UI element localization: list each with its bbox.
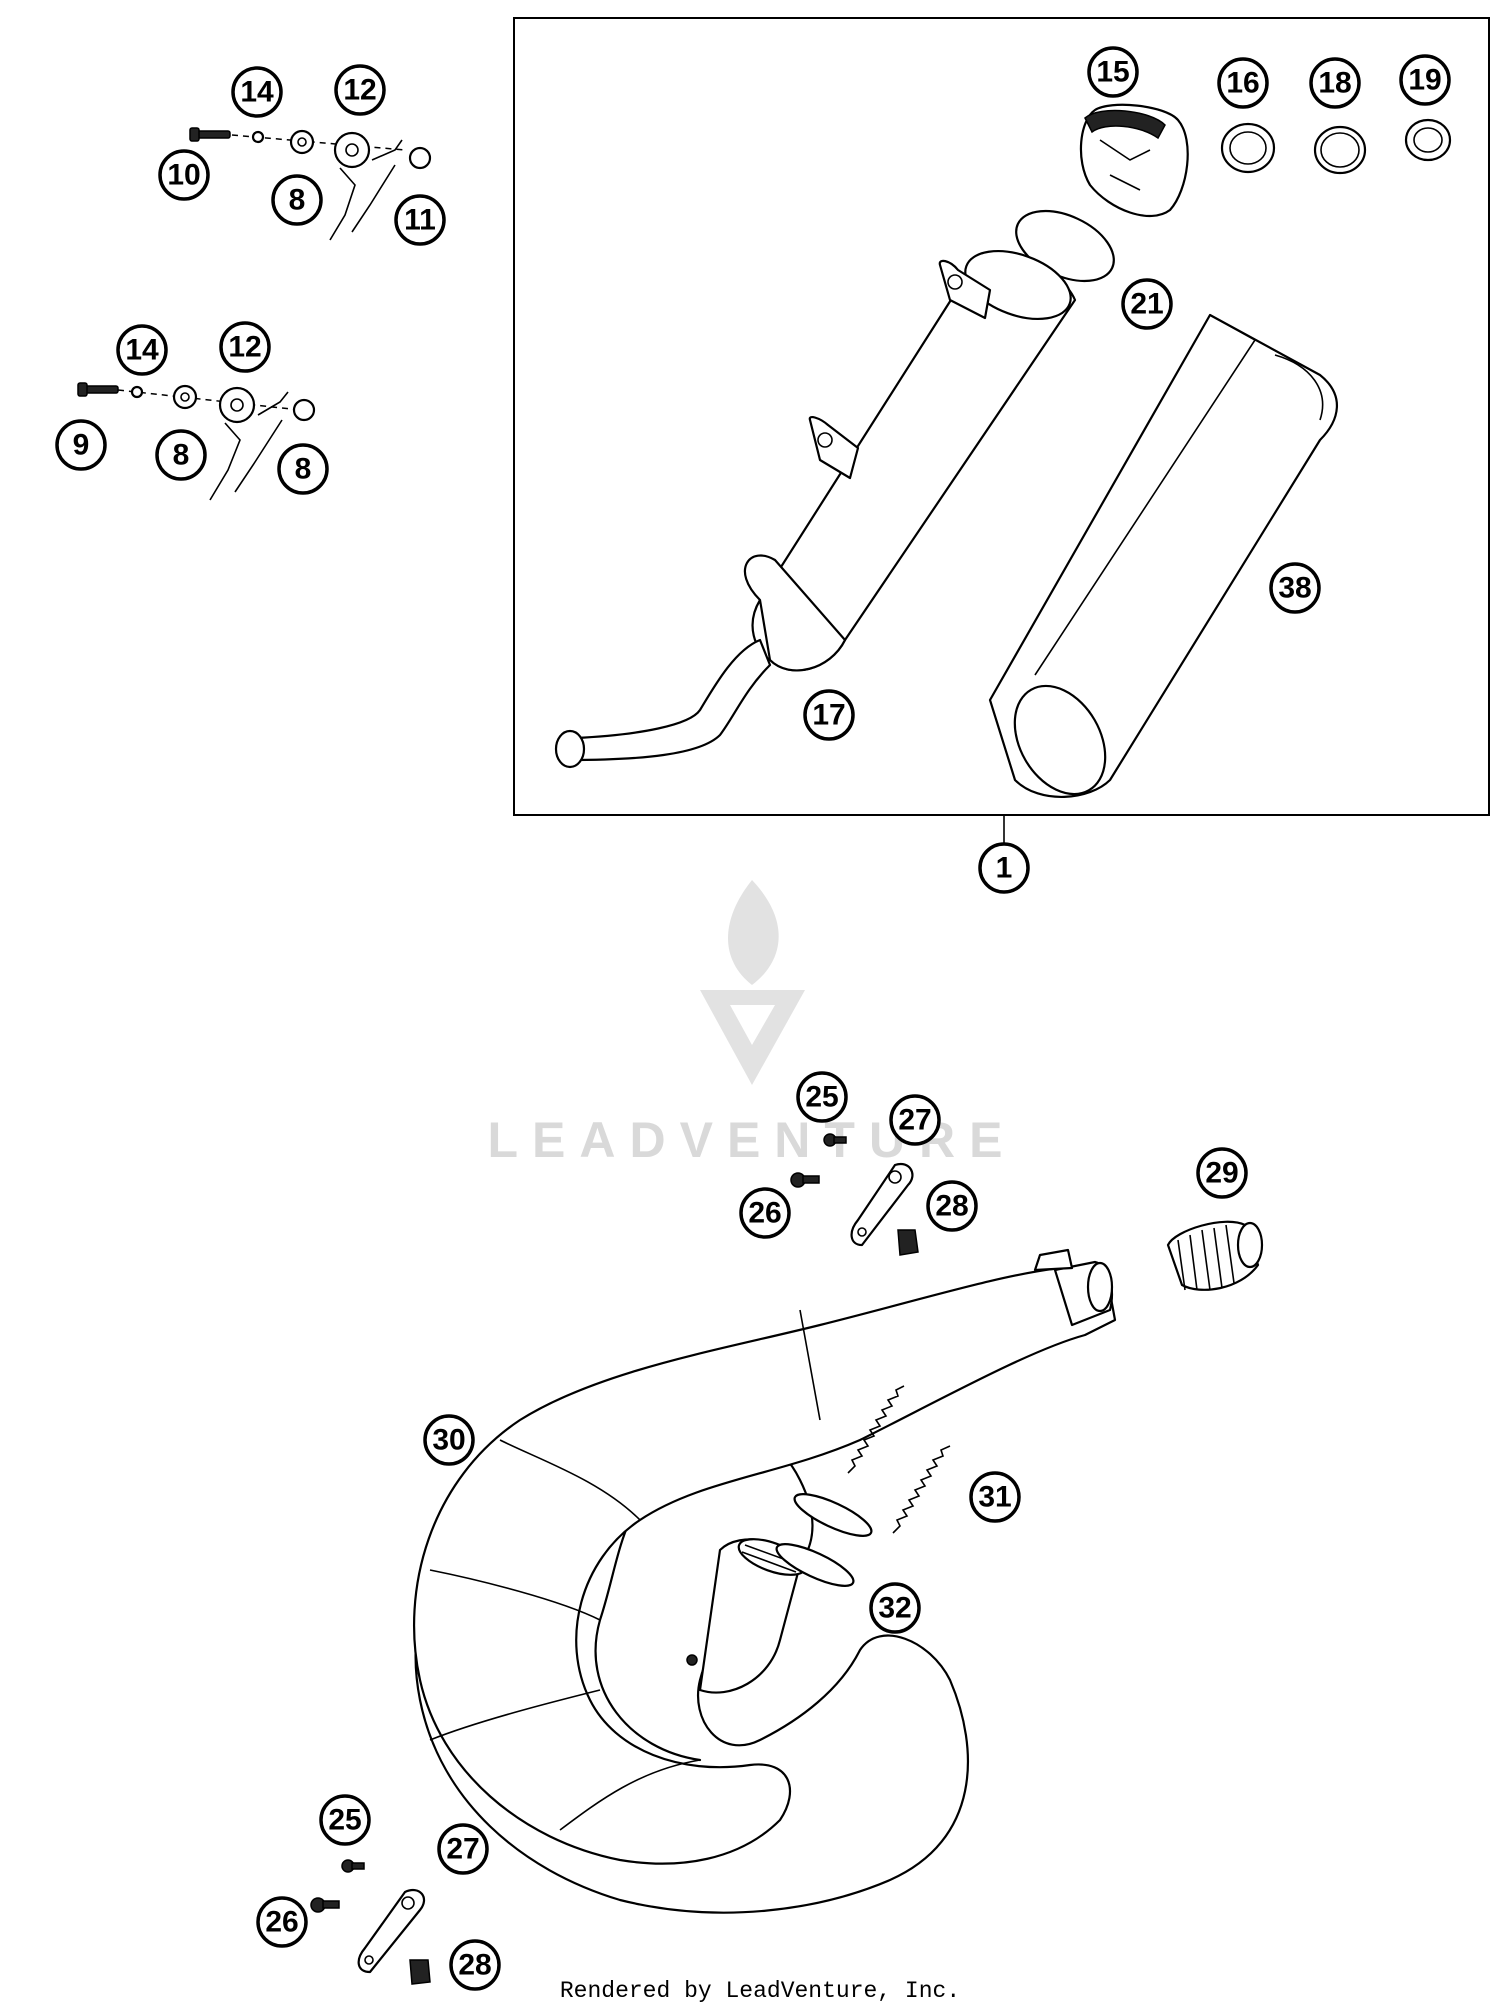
callout-14-b: 14 (116, 324, 168, 376)
callout-15: 15 (1087, 46, 1139, 98)
callout-28-a: 28 (926, 1180, 978, 1232)
svg-text:16: 16 (1226, 67, 1259, 100)
nut-28-a (897, 1229, 919, 1256)
svg-text:29: 29 (1205, 1157, 1238, 1190)
ring-16 (1220, 122, 1276, 174)
o-ring-32 (775, 1493, 873, 1587)
footer-credit: Rendered by LeadVenture, Inc. (560, 1978, 960, 2004)
callout-26-b: 26 (256, 1896, 308, 1948)
svg-text:38: 38 (1278, 572, 1311, 605)
bracket-a (329, 139, 403, 241)
callout-1: 1 (978, 842, 1030, 894)
silencer-assembly-box (513, 17, 1490, 816)
svg-text:1: 1 (996, 852, 1013, 885)
callout-27-b: 27 (437, 1823, 489, 1875)
callout-31: 31 (969, 1471, 1021, 1523)
grommet-12-a (333, 131, 371, 169)
svg-text:15: 15 (1096, 56, 1129, 89)
svg-text:14: 14 (125, 334, 159, 367)
svg-text:17: 17 (812, 699, 845, 732)
spring-31 (847, 1385, 951, 1534)
callout-25-a: 25 (796, 1071, 848, 1123)
callout-27-a: 27 (889, 1094, 941, 1146)
ring-18 (1313, 125, 1367, 175)
callout-32: 32 (869, 1582, 921, 1634)
svg-text:30: 30 (432, 1424, 465, 1457)
insert-19 (1404, 118, 1452, 162)
callout-10: 10 (158, 149, 210, 201)
svg-text:32: 32 (878, 1592, 911, 1625)
callout-25-b: 25 (319, 1794, 371, 1846)
washer-14-b (130, 385, 144, 399)
callout-38: 38 (1269, 562, 1321, 614)
svg-text:8: 8 (289, 184, 306, 217)
svg-text:12: 12 (228, 331, 261, 364)
svg-text:18: 18 (1318, 67, 1351, 100)
svg-text:19: 19 (1408, 64, 1441, 97)
svg-text:8: 8 (173, 439, 190, 472)
svg-text:26: 26 (265, 1906, 298, 1939)
bushing-8-a (289, 129, 315, 155)
callout-17: 17 (803, 689, 855, 741)
svg-text:25: 25 (805, 1081, 838, 1114)
callout-12-a: 12 (334, 64, 386, 116)
svg-text:27: 27 (446, 1833, 479, 1866)
svg-text:28: 28 (935, 1190, 968, 1223)
bolt-9 (83, 385, 119, 394)
callout-28-b: 28 (449, 1939, 501, 1991)
svg-text:28: 28 (458, 1949, 491, 1982)
callout-14-a: 14 (231, 66, 283, 118)
callout-9: 9 (55, 419, 107, 471)
mount-group-a (189, 127, 432, 241)
bracket-27-a (850, 1162, 914, 1247)
svg-text:25: 25 (328, 1804, 361, 1837)
svg-text:11: 11 (404, 204, 436, 237)
bushing-8-c (292, 398, 316, 422)
watermark-v-logo (700, 990, 805, 1085)
exhaust-pipe-30 (413, 1248, 1117, 1914)
rubber-sleeve-29 (1166, 1220, 1264, 1291)
callout-8-a: 8 (271, 174, 323, 226)
bolt-10 (195, 130, 231, 139)
bushing-8-b (172, 384, 198, 410)
callout-18: 18 (1309, 57, 1361, 109)
silencer-body-17 (554, 250, 1077, 769)
callout-16: 16 (1217, 57, 1269, 109)
packing-38 (988, 313, 1338, 799)
svg-text:9: 9 (73, 429, 90, 462)
watermark-flame-icon (728, 880, 779, 985)
washer-14-a (251, 130, 265, 144)
svg-text:12: 12 (343, 74, 376, 107)
svg-text:14: 14 (240, 76, 274, 109)
callout-19: 19 (1399, 54, 1451, 106)
bracket-b (209, 391, 289, 501)
svg-text:31: 31 (978, 1481, 1011, 1514)
svg-text:21: 21 (1130, 288, 1163, 321)
svg-text:27: 27 (898, 1104, 931, 1137)
nut-11 (408, 146, 432, 170)
svg-text:8: 8 (295, 453, 312, 486)
svg-text:10: 10 (167, 159, 200, 192)
nut-28-b (409, 1959, 431, 1985)
callout-8-b: 8 (155, 429, 207, 481)
end-cap-15 (1079, 103, 1189, 218)
bracket-set-upper (790, 1133, 919, 1256)
grommet-12-b (218, 386, 256, 424)
bracket-set-lower (310, 1859, 431, 1985)
callout-30: 30 (423, 1414, 475, 1466)
callout-26-a: 26 (739, 1187, 791, 1239)
callout-8-c: 8 (277, 443, 329, 495)
svg-text:26: 26 (748, 1197, 781, 1230)
callout-11: 11 (394, 194, 446, 246)
mount-group-b (77, 382, 316, 501)
callout-29: 29 (1196, 1147, 1248, 1199)
callout-12-b: 12 (219, 321, 271, 373)
callout-21: 21 (1121, 278, 1173, 330)
bracket-27-b (357, 1889, 426, 1974)
